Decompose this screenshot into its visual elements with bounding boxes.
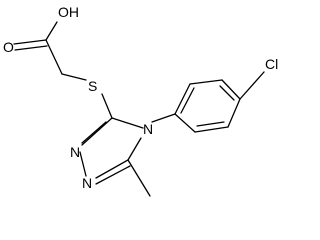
bond-ph-4-5	[227, 98, 241, 128]
structure-diagram: OH O S N N N Cl	[3, 4, 279, 197]
bond-n1-c5-b	[95, 165, 131, 185]
label-oh: OH	[58, 4, 79, 20]
bond-n2-n1	[79, 151, 87, 177]
bond-c-cl	[239, 71, 265, 100]
label-o: O	[3, 39, 14, 55]
bond-ch2-s	[61, 73, 87, 81]
label-s: S	[88, 78, 97, 94]
bond-ph-5-6-inner	[196, 121, 225, 127]
bond-c3-n2-a	[81, 117, 113, 146]
bond-n1-c5-a	[95, 159, 129, 179]
bond-ph-2-3	[189, 79, 223, 85]
bond-c3-n4	[111, 117, 144, 129]
label-n2: N	[70, 144, 80, 160]
bond-c-ch2	[45, 39, 63, 75]
bond-n4-phenyl	[151, 113, 176, 123]
bond-c-o-double-a	[13, 39, 47, 45]
bond-ph-3-4-inner	[219, 85, 235, 101]
bond-c-o-double-b	[14, 45, 48, 51]
bond-ph-6-1	[174, 113, 196, 133]
bond-ph-5-6	[194, 126, 229, 133]
bond-ph-1-2	[174, 83, 191, 115]
bond-c5-n4	[127, 137, 142, 161]
molecule-drawing: OH O S N N N Cl	[3, 4, 278, 197]
bond-oh-c	[45, 21, 58, 41]
label-cl: Cl	[265, 56, 278, 72]
bond-ph-1-2-inner	[180, 87, 195, 114]
bond-ph-3-4	[221, 79, 241, 100]
bond-c5-methyl	[127, 159, 151, 197]
label-n4: N	[143, 121, 153, 137]
bond-c3-n2-b	[81, 121, 107, 144]
label-n1: N	[82, 175, 92, 191]
bond-s-c3	[101, 93, 113, 119]
